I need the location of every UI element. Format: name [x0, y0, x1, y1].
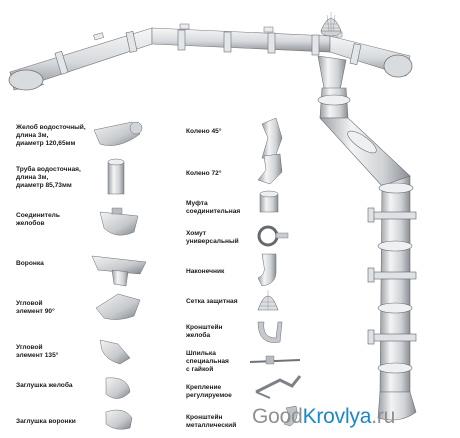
part-label-gutter-bracket: Кронштейн желоба: [186, 324, 223, 339]
outlet-tip-icon: [257, 253, 277, 287]
gutter-bracket-icon: [257, 321, 283, 343]
elbow-72-icon: [257, 153, 283, 185]
adjustable-mount-icon: [255, 375, 302, 399]
funnel-cap-icon: [105, 409, 133, 430]
part-label-elbow-45: Колено 45°: [186, 128, 222, 135]
clamp-icon: [257, 225, 289, 247]
leaf-guard-icon: [257, 290, 279, 311]
watermark-part-3: .ru: [371, 405, 396, 428]
parts-list-right: [249, 117, 302, 427]
part-label-funnel: Воронка: [16, 260, 44, 267]
part-label-clamp: Хомут универсальный: [186, 230, 239, 245]
part-label-connector: Соединитель желобов: [16, 212, 60, 227]
part-label-funnel-cap: Заглушка воронки: [16, 418, 76, 425]
part-label-corner-90: Угловой элемент 90°: [16, 300, 55, 315]
watermark-part-2: Krovlya: [302, 405, 372, 428]
part-label-elbow-72: Колено 72°: [186, 170, 222, 177]
metal-bracket-icon: [283, 405, 298, 427]
stud-bolt-icon: [249, 355, 301, 365]
gutter-cap-icon: [105, 377, 131, 399]
part-label-gutter-cap: Заглушка желоба: [16, 382, 73, 389]
watermark-part-1: Good: [252, 405, 303, 428]
part-label-gutter: Желоб водосточный, длина 3м, диаметр 120…: [16, 124, 86, 147]
part-label-leaf-guard: Сетка защитная: [186, 298, 238, 305]
parts-list-left: [91, 121, 147, 430]
elbow-45-icon: [261, 117, 283, 161]
part-label-metal-bracket: Кронштейн металлический: [186, 414, 237, 429]
corner-90-icon: [95, 293, 141, 320]
site-watermark: GoodKrovlya.ru: [252, 405, 395, 429]
coupling-icon: [259, 190, 279, 213]
part-label-pipe: Труба водосточная, длина 3м, диаметр 85,…: [16, 166, 81, 189]
pipe-piece-icon: [107, 158, 125, 195]
gutter-piece-icon: [93, 121, 143, 146]
part-label-outlet-tip: Наконечник: [186, 268, 225, 275]
funnel-icon: [91, 255, 147, 287]
corner-135-icon: [99, 339, 131, 365]
gutter-connector-icon: [99, 207, 139, 236]
part-label-adjustable-mount: Крепление регулируемое: [186, 384, 232, 399]
part-label-corner-135: Угловой элемент 135°: [16, 344, 59, 359]
gutter-assembly: [8, 12, 417, 421]
part-label-stud-bolt: Шпилька специальная с гайкой: [186, 350, 229, 373]
part-label-coupling: Муфта соединительная: [186, 200, 241, 215]
